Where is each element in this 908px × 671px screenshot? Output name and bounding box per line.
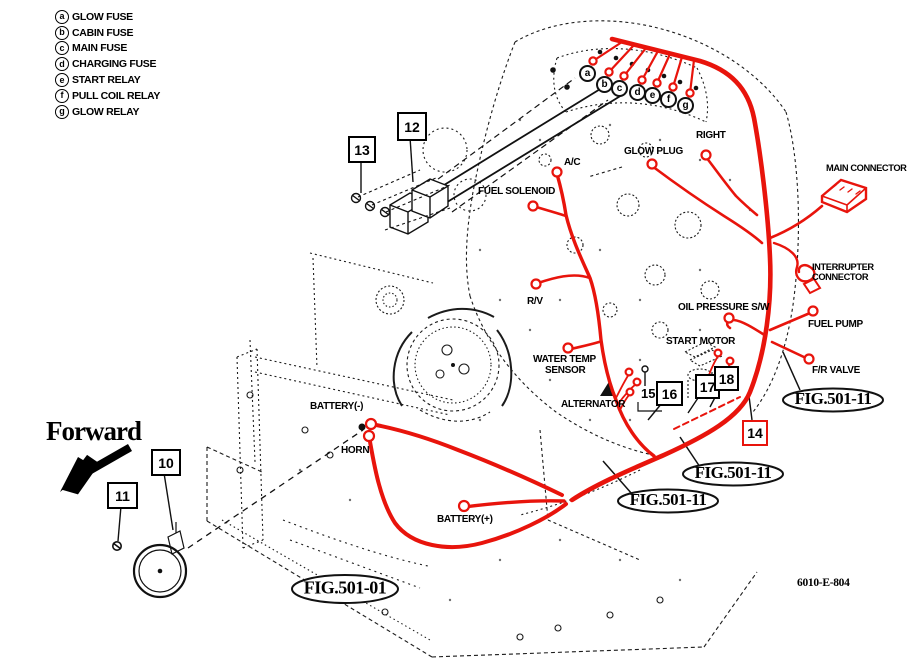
horn-assembly xyxy=(112,429,364,599)
figref-501-01: FIG.501-01 xyxy=(303,577,387,598)
fig-ellipses xyxy=(291,351,884,604)
label-battery-pos: BATTERY(+) xyxy=(437,514,493,525)
forward-label: Forward xyxy=(46,416,142,446)
legend-letter-c: c xyxy=(55,41,69,56)
legend-letter-b: b xyxy=(55,25,69,40)
figref-501-11-b: FIG.501-11 xyxy=(694,463,772,483)
label-rv: R/V xyxy=(527,296,543,307)
legend-letter-f: f xyxy=(55,88,69,103)
fuse-marker-e: e xyxy=(644,87,661,104)
label-battery-neg: BATTERY(-) xyxy=(310,401,364,412)
legend-label: GLOW FUSE xyxy=(72,10,133,23)
fuse-marker-g: g xyxy=(677,97,694,114)
fuse-marker-a: a xyxy=(579,65,596,82)
label-alternator: ALTERNATOR xyxy=(561,399,626,410)
label-fuel-pump: FUEL PUMP xyxy=(808,319,863,330)
callout-14: 14 xyxy=(742,420,768,446)
legend-letter-e: e xyxy=(55,73,69,88)
doc-number: 6010-E-804 xyxy=(797,577,850,589)
label-ac: A/C xyxy=(564,157,581,168)
legend-item: b CABIN FUSE xyxy=(55,25,160,41)
label-start-motor: START MOTOR xyxy=(666,336,736,347)
legend-item: d CHARGING FUSE xyxy=(55,56,160,72)
main-connector-part xyxy=(820,178,868,214)
engine-line-art xyxy=(422,20,799,458)
label-glow-plug: GLOW PLUG xyxy=(624,146,683,157)
legend-label: GLOW RELAY xyxy=(72,105,140,118)
legend-item: e START RELAY xyxy=(55,72,160,88)
fuse-marker-c: c xyxy=(611,80,628,97)
chassis-line-art xyxy=(206,252,758,658)
label-interrupter-1: INTERRUPTER xyxy=(812,262,874,272)
callout-12: 12 xyxy=(397,112,427,141)
legend-item: f PULL COIL RELAY xyxy=(55,88,160,104)
legend-label: START RELAY xyxy=(72,74,141,87)
label-water-temp-2: SENSOR xyxy=(545,365,586,376)
callout-11: 11 xyxy=(107,482,138,509)
callout-10: 10 xyxy=(151,449,181,476)
legend-label: MAIN FUSE xyxy=(72,42,128,55)
label-fuel-solenoid: FUEL SOLENOID xyxy=(478,186,556,197)
legend-letter-a: a xyxy=(55,9,69,24)
label-water-temp-1: WATER TEMP xyxy=(533,354,596,365)
legend-item: a GLOW FUSE xyxy=(55,9,160,25)
legend-label: PULL COIL RELAY xyxy=(72,89,161,102)
wiring-harness xyxy=(367,36,868,549)
callout-18: 18 xyxy=(714,366,739,391)
legend-letter-g: g xyxy=(55,104,69,119)
fan-line-art xyxy=(375,285,513,422)
label-horn: HORN xyxy=(341,445,370,456)
callout-16: 16 xyxy=(656,381,683,406)
relay-assembly xyxy=(350,77,623,235)
label-oil-pressure: OIL PRESSURE S/W xyxy=(678,302,770,313)
legend-letter-d: d xyxy=(55,57,69,72)
legend-label: CABIN FUSE xyxy=(72,26,134,39)
callout-15: 15 xyxy=(640,386,657,401)
wire-connectors xyxy=(362,56,819,513)
fuse-relay-legend: a GLOW FUSE b CABIN FUSE c MAIN FUSE d C… xyxy=(55,9,160,120)
label-right: RIGHT xyxy=(696,130,726,141)
legend-item: c MAIN FUSE xyxy=(55,41,160,57)
legend-label: CHARGING FUSE xyxy=(72,58,157,71)
forward-arrow xyxy=(60,444,132,495)
callout-leaders xyxy=(117,136,753,542)
callout-13: 13 xyxy=(348,136,376,163)
legend-item: g GLOW RELAY xyxy=(55,104,160,120)
label-fr-valve: F/R VALVE xyxy=(812,365,861,376)
figref-501-11-a: FIG.501-11 xyxy=(794,389,872,409)
label-main-connector: MAIN CONNECTOR xyxy=(826,163,907,173)
label-interrupter-2: CONNECTOR xyxy=(812,272,869,282)
figref-501-11-c: FIG.501-11 xyxy=(629,490,707,510)
fuse-marker-f: f xyxy=(660,91,677,108)
